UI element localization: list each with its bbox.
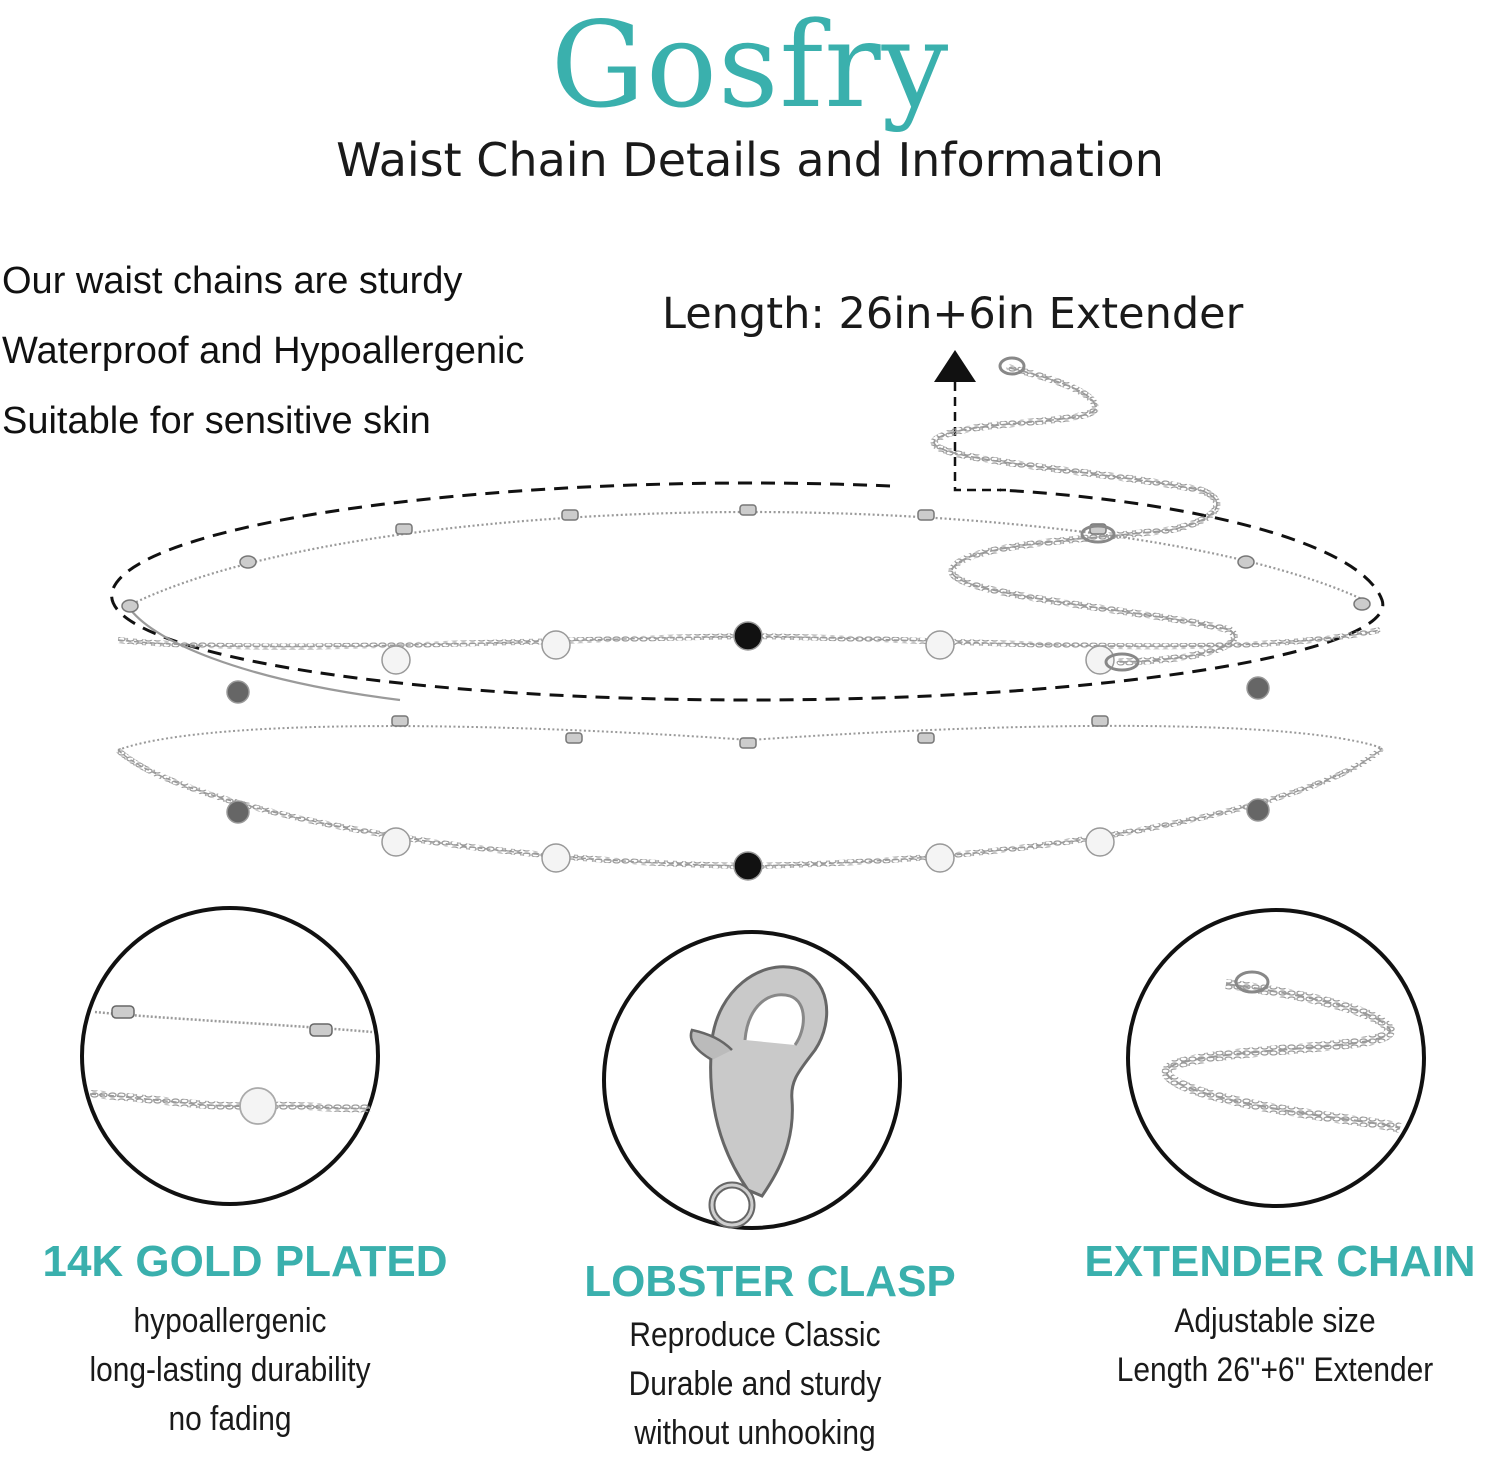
feature-line: hypoallergenic (133, 1302, 327, 1340)
chain-strand-bottom (115, 745, 1385, 870)
chain-bar-beads (121, 504, 1371, 613)
feature-line: Durable and sturdy (628, 1365, 882, 1403)
chain-disc-beads (226, 621, 1270, 704)
chain-strand-middle (117, 724, 1383, 751)
feature-title-lobster-clasp: LOBSTER CLASP (584, 1257, 956, 1306)
length-label: Length: 26in+6in Extender (662, 289, 1244, 339)
feature-desc-extender-chain: Adjustable size Length 26"+6" Extender (1060, 1297, 1490, 1395)
lobster-clasp-icon (602, 930, 902, 1230)
feature-line: without unhooking (634, 1414, 876, 1452)
chain-strand-top (127, 510, 1369, 702)
product-claims: Our waist chains are sturdy Waterproof a… (2, 246, 524, 456)
detail-circle-chain (80, 906, 380, 1206)
brand-logo: Gosfry (550, 0, 950, 134)
detail-circle-extender (1126, 908, 1426, 1208)
claim-sensitive-skin: Suitable for sensitive skin (2, 400, 431, 442)
extender-chain-drawing (930, 356, 1238, 672)
feature-line: Reproduce Classic (629, 1316, 881, 1354)
dashed-waist-outline (110, 481, 1385, 702)
claim-waterproof: Waterproof and Hypoallergenic (2, 330, 525, 372)
feature-title-gold-plated: 14K GOLD PLATED (42, 1237, 448, 1286)
length-arrow-line (953, 382, 1010, 492)
feature-desc-lobster-clasp: Reproduce Classic Durable and sturdy wit… (520, 1311, 990, 1458)
arrow-head-icon (934, 350, 976, 382)
claim-sturdy: Our waist chains are sturdy (2, 260, 463, 302)
feature-line: no fading (168, 1400, 292, 1438)
feature-desc-gold-plated: hypoallergenic long-lasting durability n… (0, 1297, 460, 1444)
page-subtitle: Waist Chain Details and Information (336, 133, 1164, 187)
feature-line: Adjustable size (1174, 1302, 1376, 1340)
feature-line: Length 26"+6" Extender (1116, 1351, 1434, 1389)
feature-line: long-lasting durability (89, 1351, 371, 1389)
feature-title-extender-chain: EXTENDER CHAIN (1084, 1237, 1476, 1286)
